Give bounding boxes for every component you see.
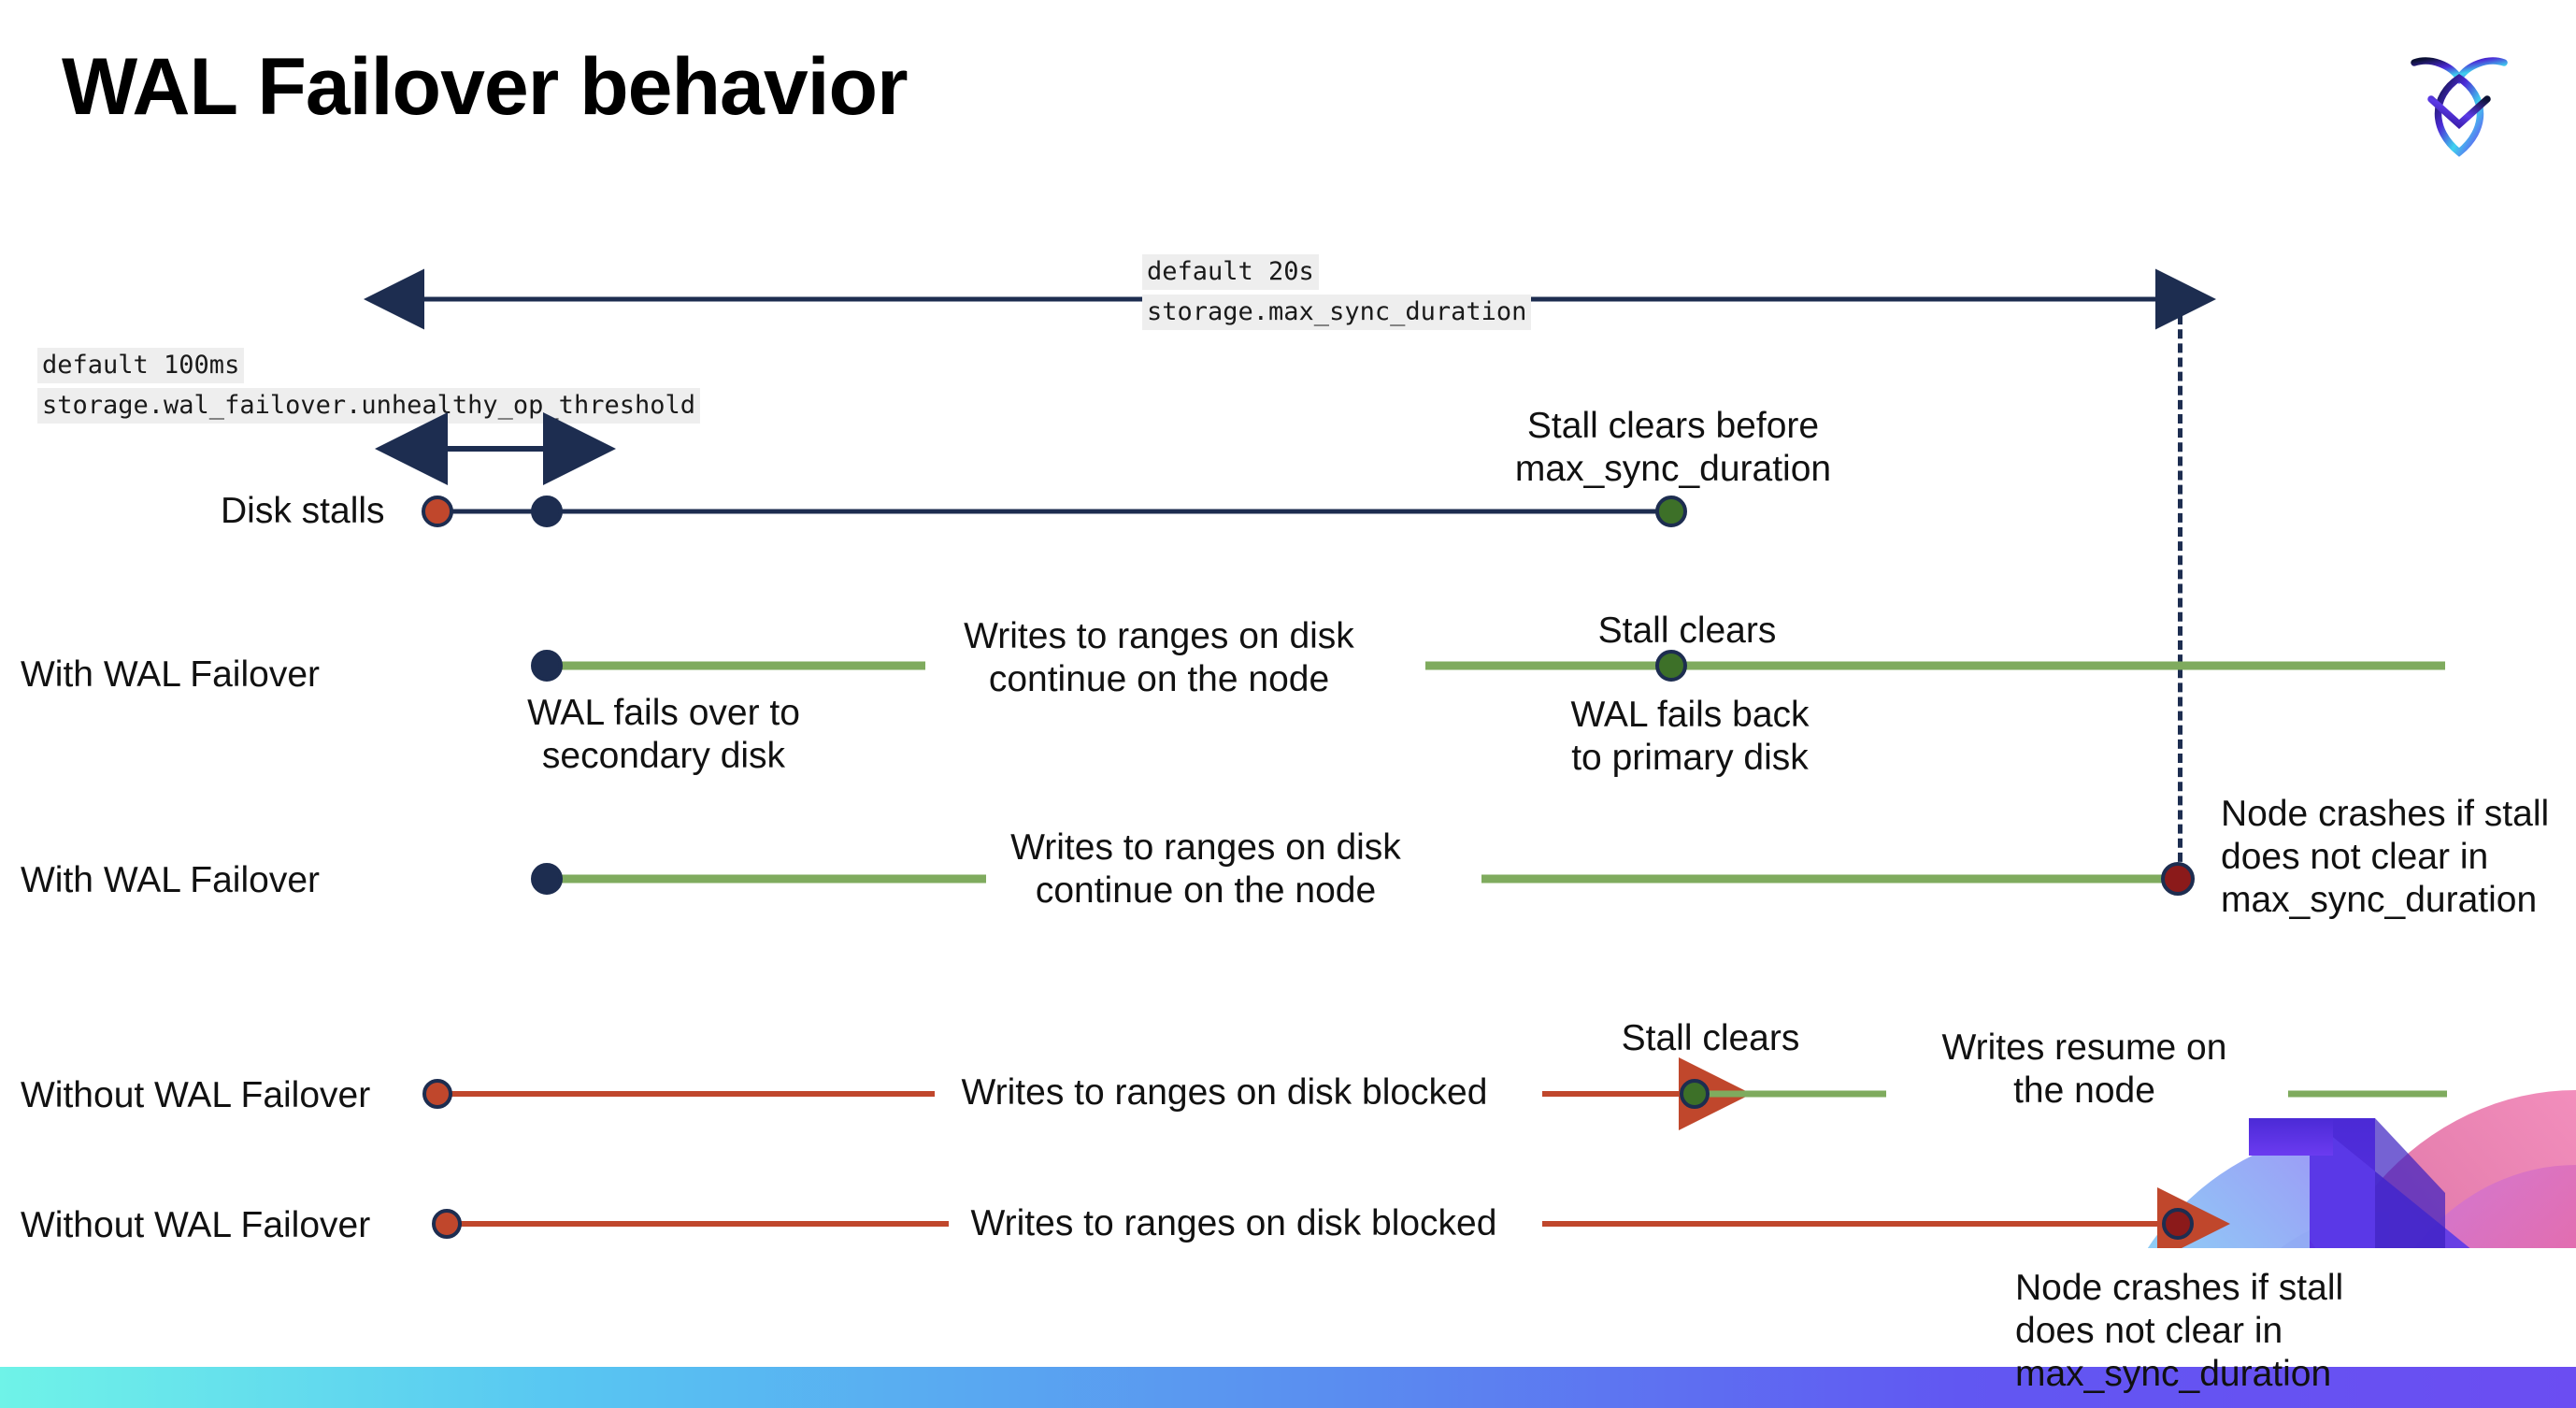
row-label-with-wal-failover-1: With WAL Failover: [21, 654, 320, 695]
unhealthy-threshold-span-arrow: [375, 412, 616, 485]
row4-green-segment-right: [2288, 1090, 2447, 1098]
annotation-node-crashes-2: Node crashes if stall does not clear in …: [2015, 1268, 2344, 1395]
stall-clears-dot-row4: [1680, 1079, 1710, 1109]
row-label-without-wal-failover-2: Without WAL Failover: [21, 1205, 371, 1245]
row4-green-segment-mid: [1706, 1090, 1886, 1098]
annotation-stall-clears-before: Stall clears before max_sync_duration: [1514, 406, 1832, 490]
max-sync-default-chip: default 20s: [1142, 254, 1319, 290]
annotation-writes-blocked-1: Writes to ranges on disk blocked: [961, 1072, 1488, 1113]
stall-start-dot-row4: [422, 1079, 452, 1109]
annotation-wal-fails-over: WAL fails over to secondary disk: [527, 693, 800, 777]
cockroachdb-logo-icon: [2411, 57, 2508, 157]
unhealthy-key-chip: storage.wal_failover.unhealthy_op_thresh…: [37, 388, 700, 424]
row-label-disk-stalls: Disk stalls: [221, 491, 385, 531]
stall-clears-dot-row1: [1655, 496, 1687, 527]
wal-fails-over-dot-row3: [531, 863, 563, 895]
page-title: WAL Failover behavior: [62, 42, 909, 132]
disk-stall-navy-segment: [437, 509, 1671, 514]
row4-red-arrow: [1542, 1057, 1752, 1130]
bottom-gradient-bar: [0, 1367, 2576, 1408]
max-sync-deadline-dashed-line: [2178, 301, 2182, 876]
max-sync-key-chip: storage.max_sync_duration: [1142, 295, 1532, 330]
annotation-node-crashes-1: Node crashes if stall does not clear in …: [2221, 794, 2550, 921]
annotation-wal-fails-back: WAL fails back to primary disk: [1570, 695, 1810, 779]
row5-red-segment-left: [458, 1221, 949, 1227]
wal-fails-over-dot-row2: [531, 650, 563, 682]
node-crash-dot-row5: [2162, 1208, 2194, 1240]
wal-fails-back-dot-row2: [1655, 650, 1687, 682]
row4-red-segment-left: [449, 1091, 935, 1097]
stall-start-dot-row5: [432, 1209, 462, 1239]
annotation-writes-blocked-2: Writes to ranges on disk blocked: [970, 1203, 1497, 1243]
unhealthy-default-chip: default 100ms: [37, 348, 245, 383]
annotation-stall-clears-row2: Stall clears: [1597, 611, 1777, 651]
row-label-without-wal-failover-1: Without WAL Failover: [21, 1075, 371, 1115]
row5-red-arrow: [1542, 1187, 2230, 1260]
row2-green-segment-left: [561, 661, 925, 670]
row-label-with-wal-failover-2: With WAL Failover: [21, 860, 320, 900]
stall-start-dot: [422, 496, 453, 527]
annotation-writes-continue-1: Writes to ranges on disk continue on the…: [964, 616, 1354, 700]
annotation-stall-clears-row4: Stall clears: [1621, 1018, 1800, 1058]
row2-green-segment-right: [1425, 661, 2445, 670]
node-crash-dot-row3: [2161, 862, 2195, 896]
row3-green-segment-left: [561, 874, 986, 884]
annotation-writes-resume: Writes resume on the node: [1941, 1027, 2227, 1112]
row3-green-segment-right: [1481, 874, 2164, 884]
failover-threshold-dot: [531, 496, 563, 527]
annotation-writes-continue-2: Writes to ranges on disk continue on the…: [1010, 827, 1401, 912]
